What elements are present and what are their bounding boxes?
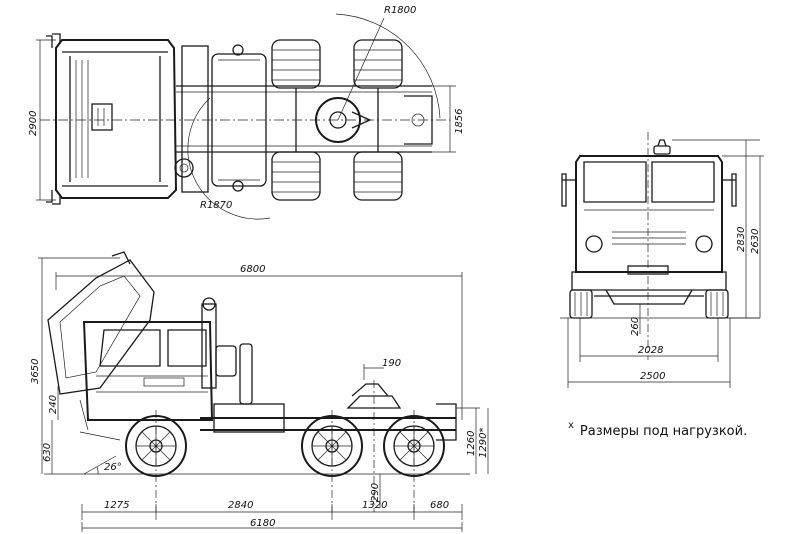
dim-front-cab-height: 2630: [750, 229, 761, 254]
dim-bogie: 1320: [362, 500, 387, 511]
dim-overall-width: 2500: [640, 371, 665, 382]
dim-front-axle-clearance: 260: [630, 317, 641, 336]
dim-width-cab: 2900: [28, 111, 39, 136]
dim-cab-step: 240: [48, 395, 59, 414]
front-view: 2830 2630 260 2028 2500: [560, 132, 764, 388]
dim-track-rear: 1856: [454, 109, 465, 134]
dim-front-overhang: 1275: [104, 500, 129, 511]
dim-rear-overhang: 680: [430, 500, 449, 511]
dim-kingpin-offset: 190: [382, 358, 401, 369]
note-text: Размеры под нагрузкой.: [579, 424, 748, 439]
dim-r-front: R1800: [384, 5, 416, 16]
dim-overall-length: 6800: [240, 264, 265, 275]
dim-front-overall-height: 2830: [736, 227, 747, 252]
loaded-dimensions-note: x Размеры под нагрузкой.: [568, 420, 748, 439]
top-view: R1800 R1870 2900 1856: [28, 5, 465, 220]
dim-front-track: 2028: [638, 345, 663, 356]
dim-fifth-wheel-height-loaded: 1290*: [478, 428, 489, 458]
dim-wheelbase: 2840: [228, 500, 253, 511]
dim-r-rear: R1870: [200, 200, 232, 211]
dim-fifth-wheel-height: 1260: [466, 431, 477, 456]
note-marker: x: [568, 420, 574, 431]
dim-ground-clearance: 630: [42, 443, 53, 462]
side-view: 6800 3650 240 630 26° 190 290 1260 1290*…: [30, 251, 489, 532]
dim-frame-length: 6180: [250, 518, 275, 529]
dim-axle-clearance: 290: [370, 483, 381, 502]
dim-approach-angle: 26°: [104, 462, 122, 473]
dim-height: 3650: [30, 359, 41, 384]
